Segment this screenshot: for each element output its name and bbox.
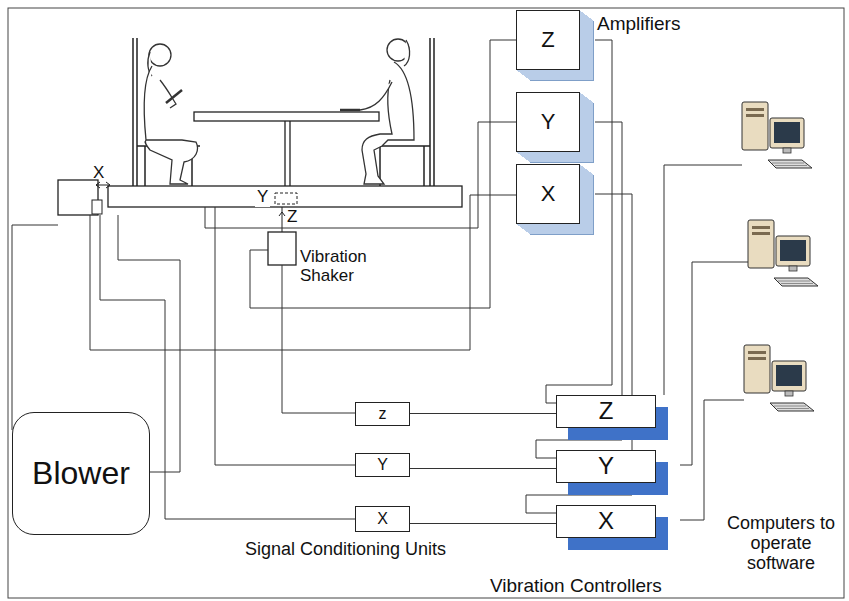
platform [108,186,462,207]
vibration-shaker [268,232,296,265]
node-text: X [598,508,614,534]
axis-label: Z [287,208,297,227]
axis-label: X [93,164,104,183]
connector [410,523,556,524]
computer [744,345,814,411]
axis-label: Y [255,188,270,207]
amplifier-box: X [516,164,580,224]
node-text: Blower [32,456,130,491]
computer [748,220,818,286]
node-text: Z [599,398,614,424]
node-text: Z [541,28,554,52]
node-text: Y [377,456,388,474]
node-text: X [377,510,388,528]
sensor [275,193,297,204]
axis-arrow [96,182,110,188]
computer [742,102,812,168]
persons [144,39,414,184]
part-label: Computers to operate software [717,514,845,573]
node-text: Y [541,110,556,134]
vibration-controller-box: X [556,505,656,538]
amplifier-box: Y [516,92,580,152]
vibration-controller-box: Z [556,395,656,428]
blower-box: Blower [12,412,150,535]
node-text: Y [598,453,614,479]
node-text: z [379,405,387,423]
vibration-controller-box: Y [556,450,656,483]
connector [410,413,556,414]
signal-conditioning-box: Y [355,453,410,477]
part-label: Amplifiers [597,14,680,35]
part-label: Vibration Shaker [300,248,390,285]
table [194,112,379,186]
connector [410,468,556,469]
part-label: Vibration Controllers [490,576,662,597]
chairs [133,38,434,186]
signal-conditioning-box: z [355,402,410,426]
amplifier-box: Z [516,10,580,70]
part-label: Signal Conditioning Units [245,540,446,560]
node-text: X [541,182,556,206]
signal-conditioning-box: X [355,506,410,532]
